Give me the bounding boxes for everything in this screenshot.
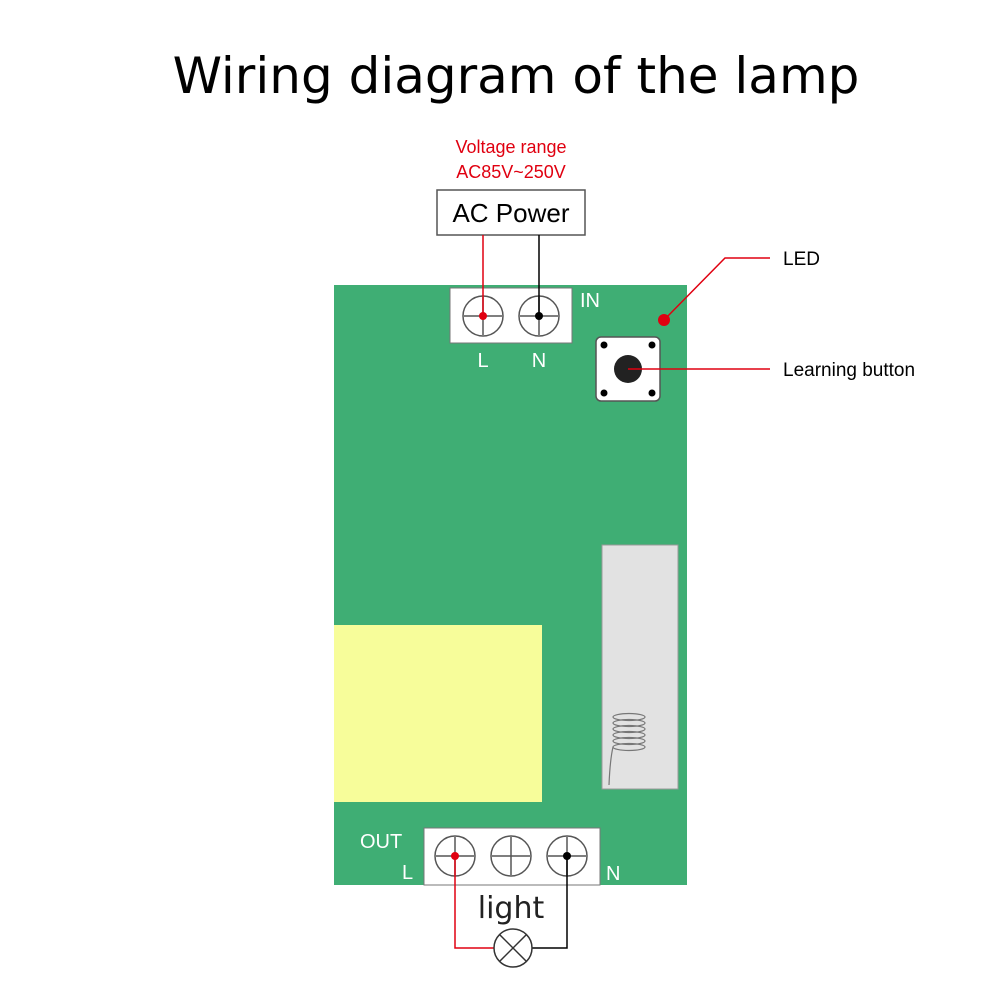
output-live-wire-dot bbox=[451, 852, 459, 860]
output-label: OUT bbox=[360, 831, 402, 853]
input-terminal-n-label: N bbox=[532, 350, 546, 372]
output-live-wire bbox=[454, 856, 494, 949]
output-neutral-wire-dot bbox=[563, 852, 571, 860]
output-n-label: N bbox=[606, 863, 620, 885]
output-l-label: L bbox=[402, 862, 413, 884]
input-label: IN bbox=[580, 290, 600, 312]
ac-power-label: AC Power bbox=[452, 198, 569, 228]
lamp-icon bbox=[493, 928, 533, 968]
page-title: Wiring diagram of the lamp bbox=[173, 47, 860, 105]
voltage-range-label: Voltage range bbox=[455, 137, 566, 157]
ac-power-box bbox=[436, 189, 586, 236]
coil-antenna-icon bbox=[608, 712, 646, 786]
antenna-module bbox=[601, 544, 679, 790]
light-label: light bbox=[478, 891, 545, 926]
output-neutral-wire bbox=[532, 856, 568, 949]
input-terminal-l-label: L bbox=[477, 350, 488, 372]
learning-button-callout-label: Learning button bbox=[783, 360, 915, 381]
terminal-screw-icon bbox=[490, 835, 532, 877]
led-callout-line bbox=[663, 257, 770, 321]
voltage-range-value: AC85V~250V bbox=[456, 162, 566, 182]
led-callout-label: LED bbox=[783, 249, 820, 270]
transformer-block bbox=[334, 625, 542, 802]
input-live-wire-dot bbox=[479, 312, 487, 320]
input-neutral-wire-dot bbox=[535, 312, 543, 320]
